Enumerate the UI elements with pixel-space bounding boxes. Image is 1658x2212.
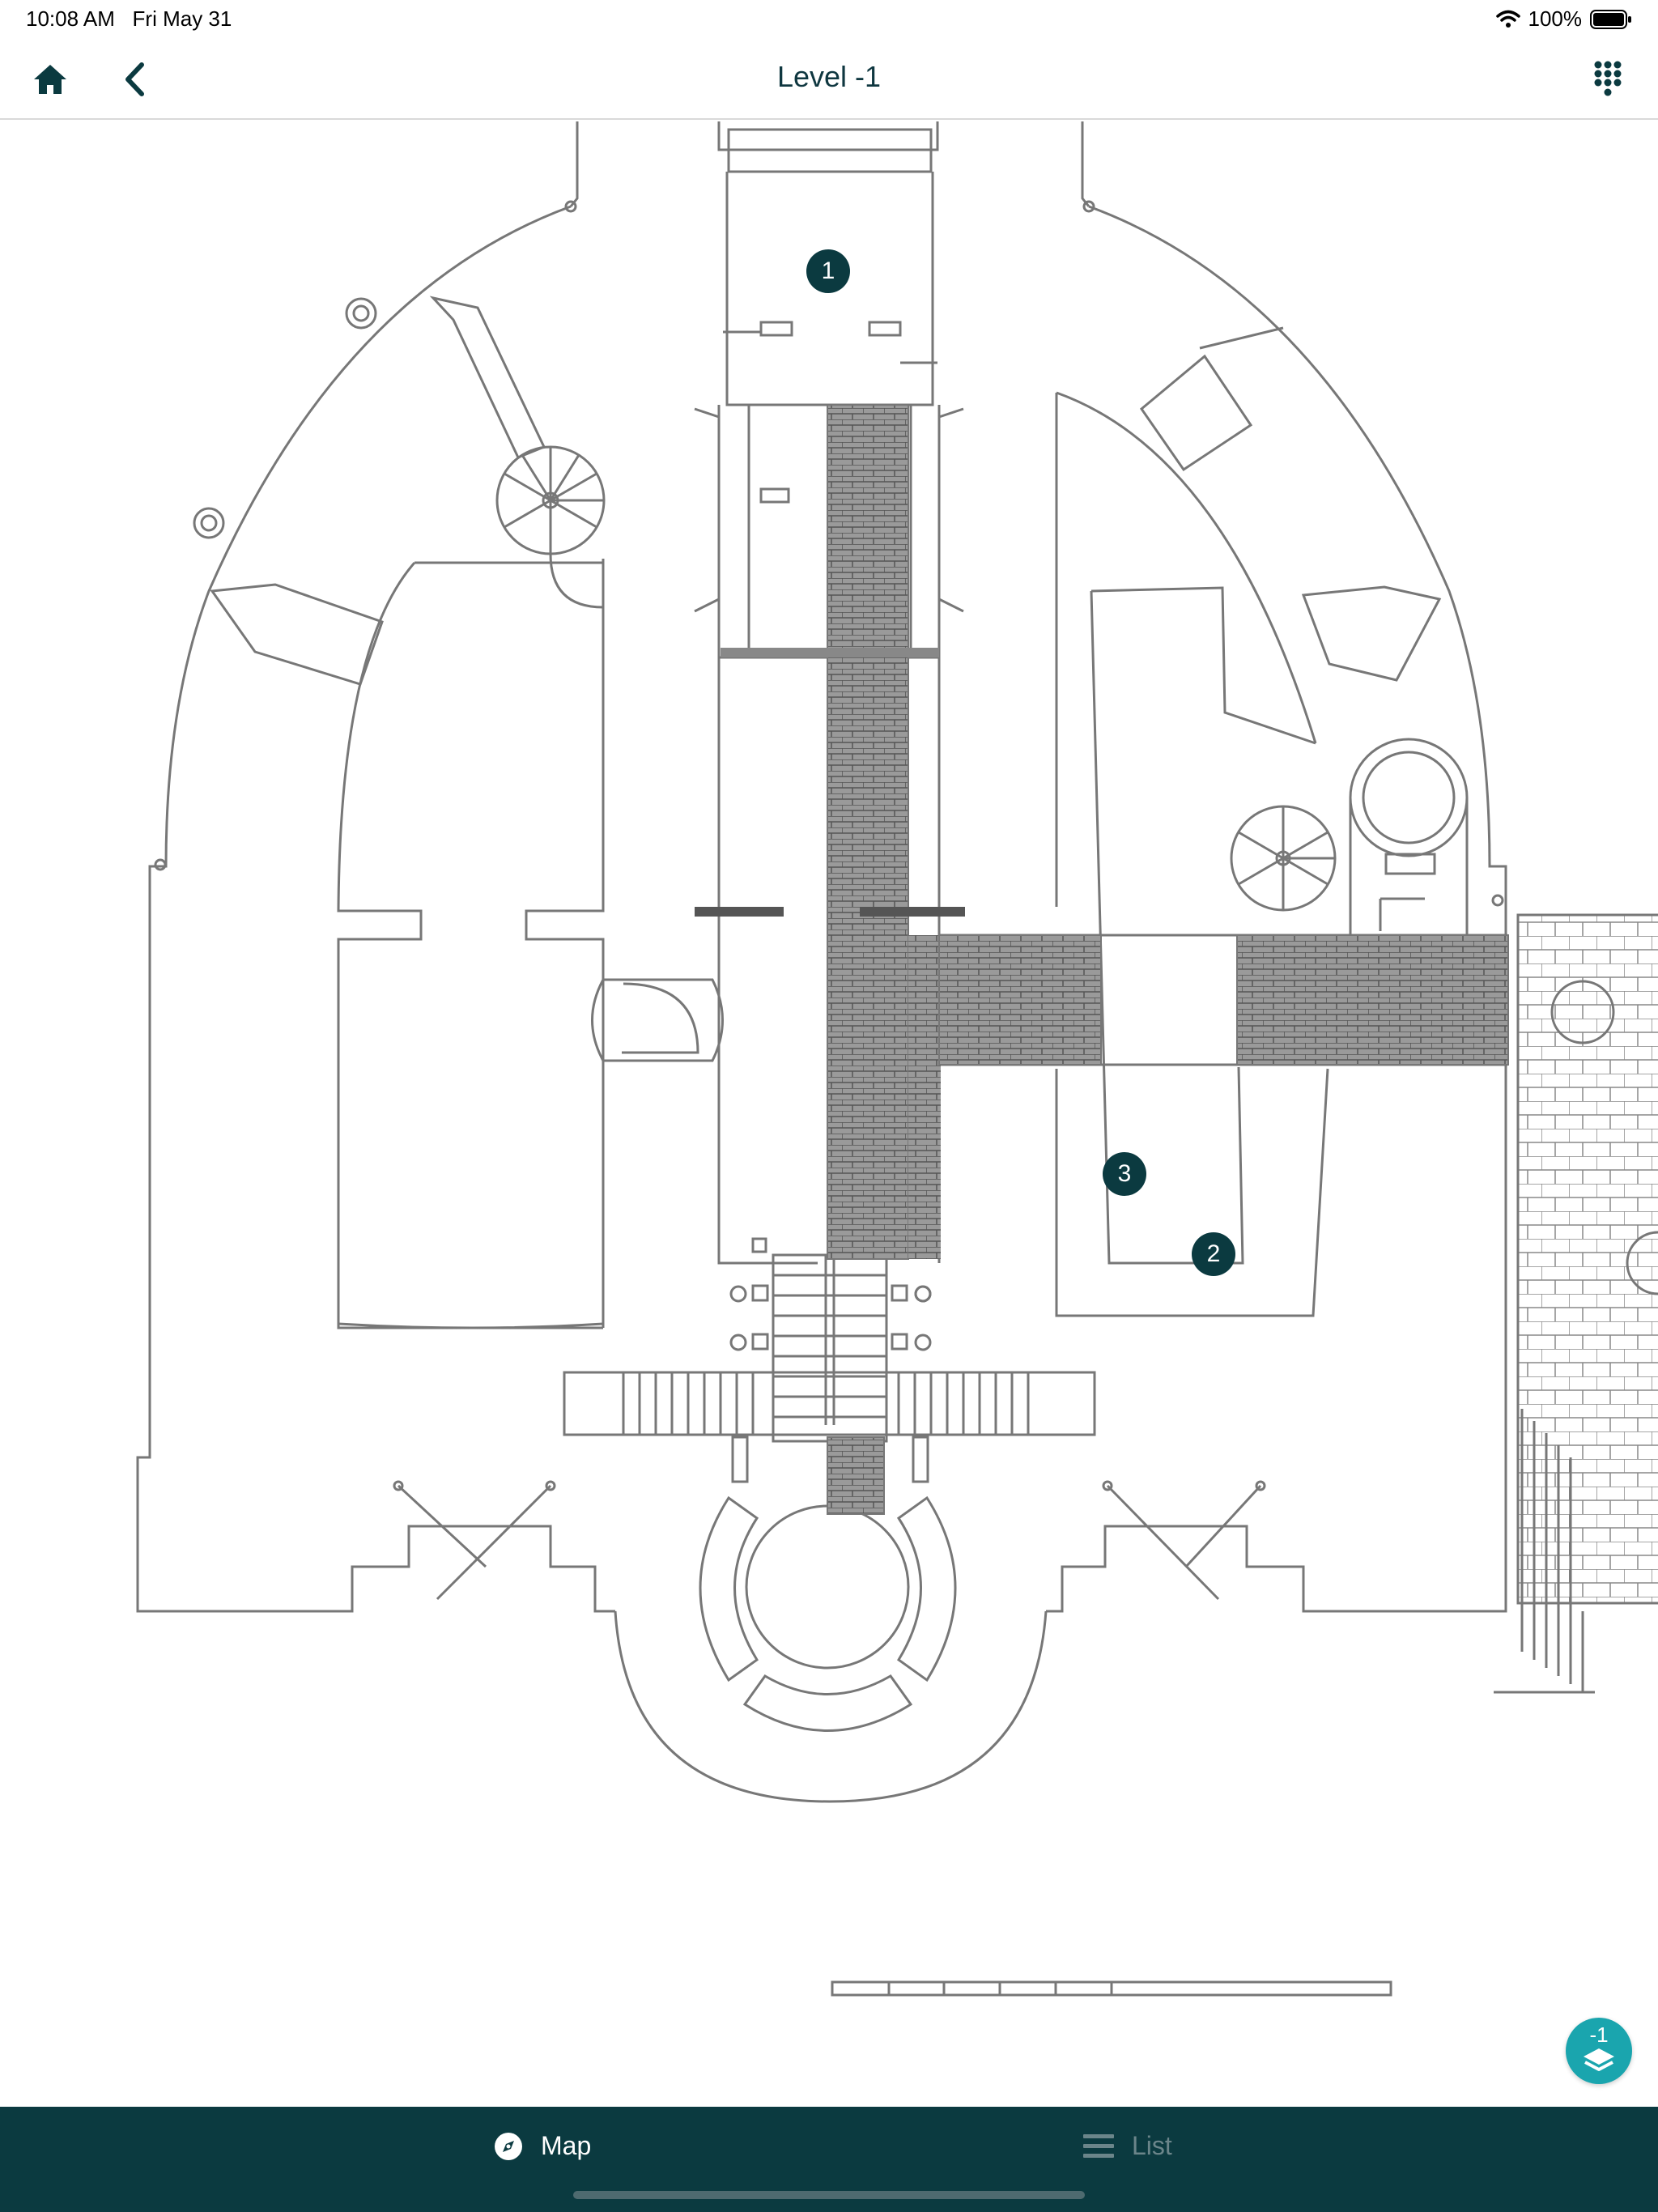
bottom-tab-bar: Map List (0, 2107, 1658, 2212)
poi-marker-label: 1 (821, 257, 835, 284)
tab-map-label: Map (541, 2131, 592, 2160)
chevron-left-icon (125, 62, 144, 96)
tab-list[interactable]: List (1083, 2131, 1172, 2161)
status-indicators: 100% (1495, 6, 1633, 32)
home-icon (34, 65, 66, 94)
clock-time: 10:08 AM (26, 6, 115, 31)
battery-percent: 100% (1528, 6, 1583, 31)
list-icon (1083, 2133, 1114, 2158)
home-indicator[interactable] (573, 2191, 1085, 2199)
tab-map[interactable]: Map (494, 2131, 591, 2161)
battery-icon (1590, 9, 1631, 29)
poi-marker-1[interactable]: 1 (806, 249, 850, 293)
level-switcher-label: -1 (1589, 2023, 1609, 2047)
poi-marker-3[interactable]: 3 (1103, 1152, 1146, 1196)
back-button[interactable] (112, 57, 157, 102)
floorplan-drawing (136, 121, 1658, 1997)
wifi-icon (1495, 10, 1520, 28)
keypad-icon (1594, 61, 1622, 96)
layers-icon (1584, 2048, 1614, 2071)
poi-marker-2[interactable]: 2 (1192, 1232, 1235, 1276)
poi-marker-label: 2 (1206, 1240, 1221, 1267)
status-time: 10:08 AM Fri May 31 (26, 6, 232, 32)
level-switcher-button[interactable]: -1 (1566, 2018, 1632, 2084)
status-bar: 10:08 AM Fri May 31 100% (0, 0, 1658, 39)
compass-icon (495, 2132, 522, 2160)
home-button[interactable] (28, 57, 73, 102)
poi-marker-label: 3 (1117, 1160, 1132, 1187)
clock-date: Fri May 31 (132, 6, 232, 31)
keypad-button[interactable] (1585, 57, 1630, 102)
navigation-bar: Level -1 (0, 39, 1658, 120)
floor-map[interactable]: 1 2 3 (0, 121, 1658, 2107)
page-title: Level -1 (776, 60, 882, 93)
tab-list-label: List (1132, 2131, 1172, 2160)
